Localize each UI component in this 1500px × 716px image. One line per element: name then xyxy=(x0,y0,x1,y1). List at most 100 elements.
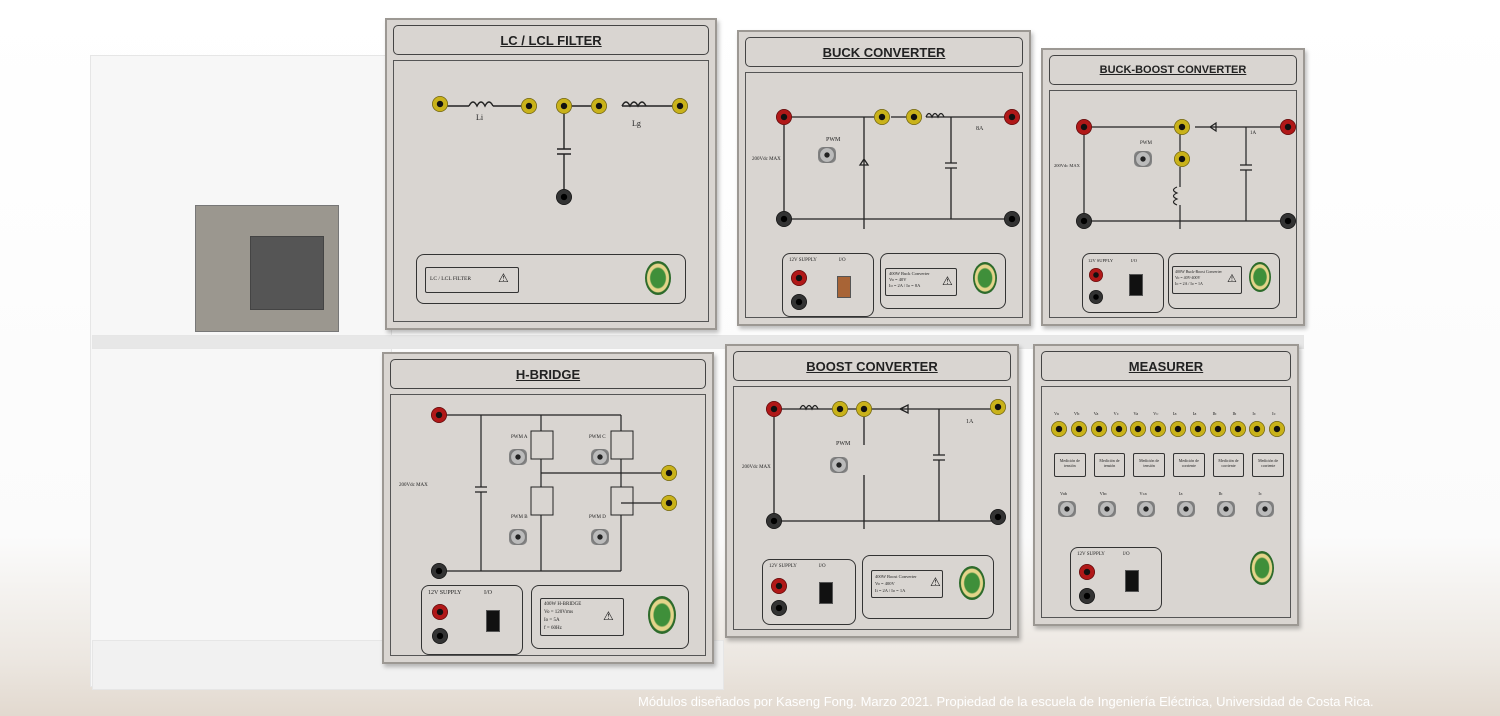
measurer-bnc-output[interactable] xyxy=(1216,501,1235,517)
credit-footer: Módulos diseñados por Kaseng Fong. Marzo… xyxy=(638,694,1374,709)
bb-inductor-jack[interactable] xyxy=(1174,151,1190,167)
hb-dc-pos-jack[interactable] xyxy=(431,407,447,423)
boost-supply-neg-jack[interactable] xyxy=(771,600,787,616)
boost-input-pos-jack[interactable] xyxy=(766,401,782,417)
measurer-jack-label: Vb xyxy=(1073,411,1080,416)
lc-input-jack[interactable] xyxy=(432,96,448,112)
buck-warning-icon: ⚠ xyxy=(942,274,953,288)
measurer-input-jack[interactable] xyxy=(1269,421,1286,437)
buck-pwm-bnc[interactable] xyxy=(818,147,836,163)
measurer-bnc-output[interactable] xyxy=(1137,501,1156,517)
lc-li-label: Li xyxy=(476,113,484,122)
measurer-input-jack[interactable] xyxy=(1170,421,1186,437)
measurer-bnc-output[interactable] xyxy=(1177,501,1195,517)
boost-schematic xyxy=(773,403,996,529)
buck-inductor-in-jack[interactable] xyxy=(906,109,922,125)
buck-supply-pos-jack[interactable] xyxy=(791,270,807,286)
lc-spec-text: LC / LCL FILTER xyxy=(430,276,471,282)
buck-switch-node-jack[interactable] xyxy=(874,109,890,125)
boost-input-neg-jack[interactable] xyxy=(766,513,782,529)
bb-input-neg-jack[interactable] xyxy=(1076,213,1092,229)
boost-output-neg-jack[interactable] xyxy=(990,509,1006,525)
measurer-jack-label: Ia xyxy=(1192,411,1197,416)
measurer-supply-neg-jack[interactable] xyxy=(1079,588,1095,604)
measurer-input-jack[interactable] xyxy=(1249,421,1266,437)
bb-switch-node-jack[interactable] xyxy=(1174,119,1190,135)
bb-output-pos-jack[interactable] xyxy=(1280,119,1296,135)
boost-output-pos-jack[interactable] xyxy=(990,399,1006,415)
measurer-input-jack[interactable] xyxy=(1130,421,1147,437)
measurer-bnc-label: Ic xyxy=(1258,491,1262,496)
measurer-bnc-output[interactable] xyxy=(1097,501,1116,517)
buck-pwm-label: PWM xyxy=(826,137,841,143)
measurer-supply-box: 12V SUPPLY I/O xyxy=(1070,547,1162,611)
hb-pwm-d-bnc[interactable] xyxy=(591,529,609,545)
measurer-module-label: Medición de tensión xyxy=(1139,458,1160,468)
buck-input-neg-jack[interactable] xyxy=(776,211,792,227)
lc-mid-jack-2[interactable] xyxy=(556,98,572,114)
bb-supply-pos-jack[interactable] xyxy=(1089,268,1103,282)
bb-output-neg-jack[interactable] xyxy=(1280,213,1296,229)
buck-spec-text: 400W Buck Converter Vo = 40V Io = 2A / I… xyxy=(889,271,930,288)
hb-supply-box: 12V SUPPLY I/O xyxy=(421,585,523,655)
bb-supply-box: 12V SUPPLY I/O xyxy=(1082,253,1164,313)
boost-converter-panel: BOOST CONVERTER 1A PWM 200Vdc MAX 12V SU… xyxy=(725,344,1019,638)
hb-info-box: 400W H-BRIDGE Vo = 120Vrms Io = 5A f = 6… xyxy=(531,585,689,649)
hb-power-switch[interactable] xyxy=(486,610,500,632)
measurer-input-jack[interactable] xyxy=(1051,421,1067,437)
hb-pwm-c-bnc[interactable] xyxy=(591,449,609,465)
hb-pwm-a-bnc[interactable] xyxy=(509,449,527,465)
hb-supply-neg-jack[interactable] xyxy=(432,628,448,644)
buck-title: BUCK CONVERTER xyxy=(822,44,946,60)
hb-supply-pos-jack[interactable] xyxy=(432,604,448,620)
rack-frame-left xyxy=(90,55,392,687)
boost-power-switch[interactable] xyxy=(819,582,833,604)
measurer-title: MEASURER xyxy=(1128,358,1204,374)
buck-input-pos-jack[interactable] xyxy=(776,109,792,125)
measurer-input-jack[interactable] xyxy=(1150,421,1167,437)
measurer-input-jack[interactable] xyxy=(1110,421,1127,437)
buck-power-switch[interactable] xyxy=(837,276,851,298)
buck-output-pos-jack[interactable] xyxy=(1004,109,1020,125)
boost-supply-pos-jack[interactable] xyxy=(771,578,787,594)
measurer-bnc-output[interactable] xyxy=(1058,501,1076,517)
measurer-input-jack[interactable] xyxy=(1090,421,1107,437)
bb-supply-neg-jack[interactable] xyxy=(1089,290,1103,304)
measurer-bnc-label: Vca xyxy=(1139,491,1147,496)
hb-spec-box: 400W H-BRIDGE Vo = 120Vrms Io = 5A f = 6… xyxy=(540,598,624,636)
buck-supply-neg-jack[interactable] xyxy=(791,294,807,310)
measurer-input-jack[interactable] xyxy=(1070,421,1087,437)
buck-output-neg-jack[interactable] xyxy=(1004,211,1020,227)
measurer-input-jack[interactable] xyxy=(1209,421,1226,437)
lc-output-jack[interactable] xyxy=(672,98,688,114)
hb-pwm-c-label: PWM C xyxy=(589,435,606,440)
bb-input-pos-jack[interactable] xyxy=(1076,119,1092,135)
lc-mid-jack-1[interactable] xyxy=(521,98,537,114)
boost-io-label: I/O xyxy=(819,564,826,569)
buck-title-bar: BUCK CONVERTER xyxy=(745,37,1023,67)
measurer-power-switch[interactable] xyxy=(1125,570,1139,592)
bb-warning-icon: ⚠ xyxy=(1227,272,1237,285)
hb-ac-out-jack-2[interactable] xyxy=(661,495,677,511)
measurer-supply-pos-jack[interactable] xyxy=(1079,564,1095,580)
lc-ground-jack[interactable] xyxy=(556,189,572,205)
boost-inductor-jack-2[interactable] xyxy=(856,401,872,417)
boost-inductor-jack-1[interactable] xyxy=(832,401,848,417)
bb-power-switch[interactable] xyxy=(1129,274,1143,296)
measurer-input-jack[interactable] xyxy=(1229,421,1246,437)
hb-ac-out-jack-1[interactable] xyxy=(661,465,677,481)
measurer-bnc-output[interactable] xyxy=(1256,501,1275,517)
measurer-input-jack[interactable] xyxy=(1189,421,1206,437)
hb-dc-neg-jack[interactable] xyxy=(431,563,447,579)
hb-pwm-b-bnc[interactable] xyxy=(509,529,527,545)
buck-spec-box: 400W Buck Converter Vo = 40V Io = 2A / I… xyxy=(885,268,957,296)
buck-boost-diagram: PWM 200Vdc MAX 1A 12V SUPPLY I/O 400W Bu… xyxy=(1049,90,1297,318)
bb-pwm-bnc[interactable] xyxy=(1134,151,1152,167)
hb-pwm-b-label: PWM B xyxy=(511,515,528,520)
boost-university-logo xyxy=(959,566,985,600)
lc-mid-jack-3[interactable] xyxy=(591,98,607,114)
boost-pwm-label: PWM xyxy=(836,441,851,447)
boost-pwm-bnc[interactable] xyxy=(830,457,848,473)
bb-pwm-label: PWM xyxy=(1140,141,1152,146)
bb-spec-box: 400W Buck-Boost Converter Vo = 40V-400V … xyxy=(1172,266,1242,294)
